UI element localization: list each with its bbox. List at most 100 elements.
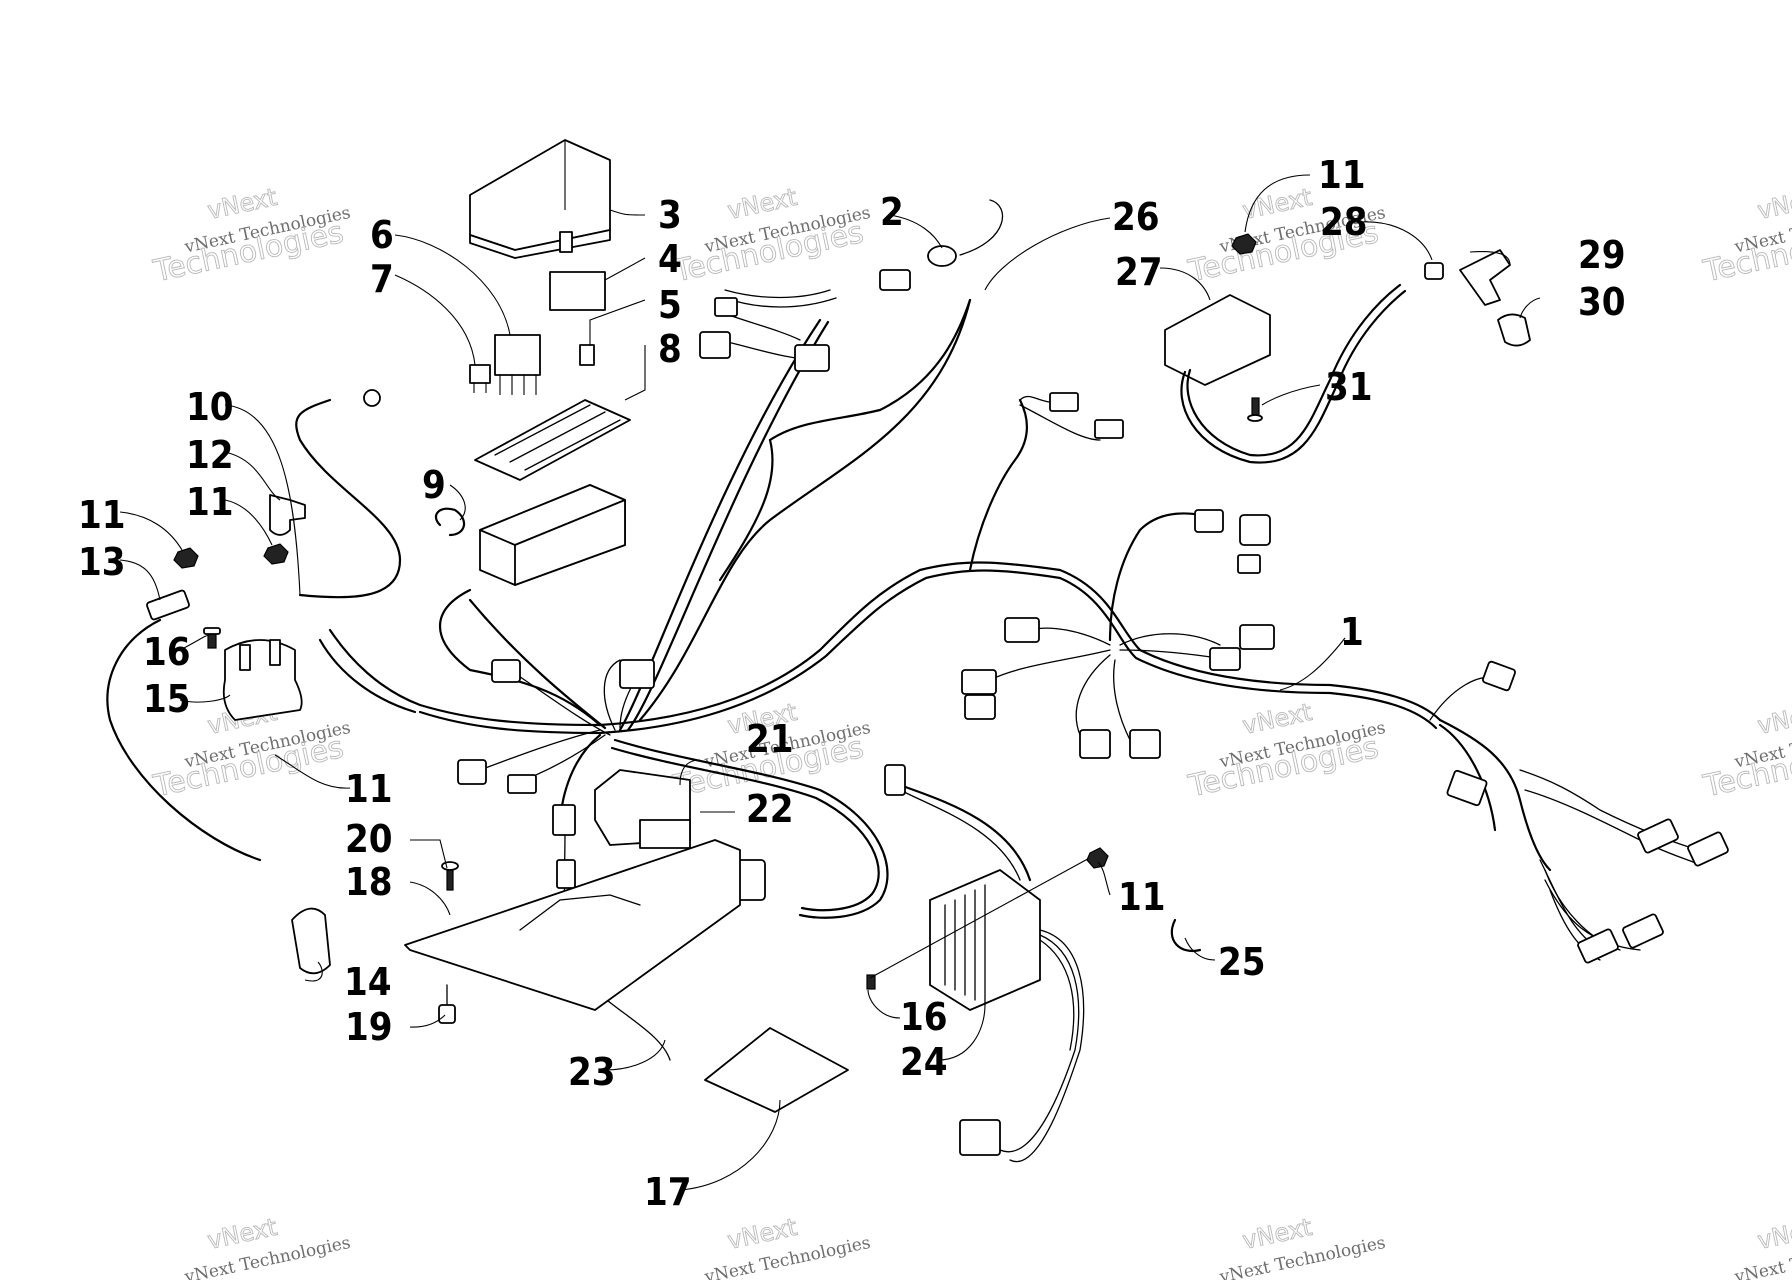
harness-connector (457, 659, 655, 794)
callout-29: 29 (1578, 233, 1626, 277)
svg-text:vNext: vNext (1755, 183, 1792, 225)
main-wiring-harness (318, 269, 1729, 1061)
callout-13: 13 (78, 540, 126, 584)
callout-2: 2 (880, 190, 904, 234)
svg-text:vNext: vNext (1755, 698, 1792, 740)
coil-27 (1164, 283, 1407, 464)
module-21 (594, 769, 691, 849)
callout-26: 26 (1112, 195, 1160, 239)
harness-connector (1482, 660, 1516, 692)
screw-16 (203, 627, 876, 990)
callout-5: 5 (658, 283, 682, 327)
part-2-lead (927, 199, 1004, 267)
leader-lines (119, 174, 1541, 1191)
callout-18: 18 (345, 860, 393, 904)
mounting-plate-18 (404, 839, 741, 1011)
svg-text:Technologies: Technologies (1700, 730, 1792, 805)
watermark: vNext vNext Technologies (702, 1212, 872, 1280)
screw-31 (1247, 397, 1263, 422)
callout-31: 31 (1325, 365, 1373, 409)
callout-7: 7 (370, 257, 394, 301)
svg-text:vNext: vNext (205, 183, 279, 225)
callout-6: 6 (370, 213, 394, 257)
watermark: vNext vNext Technologies (182, 1212, 352, 1280)
callout-10: 10 (186, 385, 234, 429)
watermark: vNext vNext Technologies (1732, 1212, 1792, 1280)
callout-27: 27 (1115, 250, 1163, 294)
watermark: vNext vNext Technologies Technologies (1699, 182, 1792, 290)
clip-25 (1170, 918, 1202, 953)
fuse-7 (469, 364, 491, 393)
callout-12: 12 (186, 433, 234, 477)
screw-20 (441, 861, 459, 891)
relay-6 (494, 334, 541, 395)
callout-22: 22 (746, 787, 794, 831)
callout-19: 19 (345, 1005, 393, 1049)
watermark: vNext vNext Technologies (1217, 1212, 1387, 1280)
fuse-block-9 (479, 484, 626, 586)
svg-text:vNext: vNext (1240, 1213, 1314, 1255)
spark-plug-cap-29 (1459, 249, 1511, 306)
callout-11d: 11 (1118, 875, 1166, 919)
harness-connector (552, 804, 576, 889)
nut-11-regulator (1086, 847, 1109, 869)
regulator-connector (884, 764, 1001, 1156)
cable-13 (106, 589, 262, 862)
callout-30: 30 (1578, 280, 1626, 324)
svg-text:Technologies: Technologies (1700, 215, 1792, 290)
boot-14 (291, 907, 331, 975)
callout-14: 14 (344, 960, 392, 1004)
svg-text:vNext: vNext (1240, 698, 1314, 740)
svg-text:vNext: vNext (205, 1213, 279, 1255)
watermark: vNext vNext Technologies Technologies (669, 182, 872, 289)
relay-4 (549, 271, 606, 311)
callout-11c: 11 (345, 767, 393, 811)
regulator-24 (869, 764, 1096, 1163)
callout-17: 17 (644, 1170, 692, 1214)
callout-11a: 11 (78, 493, 126, 537)
watermark: vNext vNext Technologies Technologies (149, 182, 352, 289)
nut-11-coil (1231, 233, 1257, 255)
callout-1: 1 (1340, 610, 1364, 654)
label-17 (704, 1027, 849, 1113)
callout-20: 20 (345, 817, 393, 861)
harness-connector (1637, 818, 1729, 867)
callout-21: 21 (746, 717, 794, 761)
decal-8 (474, 399, 631, 481)
callout-11e: 11 (1318, 153, 1366, 197)
callout-16a: 16 (143, 630, 191, 674)
svg-text:vNext: vNext (725, 183, 799, 225)
callout-25: 25 (1218, 940, 1266, 984)
watermarks: vNext vNext Technologies Technologies vN… (149, 182, 1792, 1280)
callout-23: 23 (568, 1050, 616, 1094)
svg-text:vNext: vNext (1755, 1213, 1792, 1255)
boot-28 (1424, 262, 1444, 280)
watermark: vNext vNext Technologies Technologies (1184, 697, 1387, 804)
nut-11 (173, 543, 289, 569)
callout-11b: 11 (186, 480, 234, 524)
battery-cable-10 (295, 389, 402, 599)
solenoid-15 (222, 639, 303, 721)
watermark: vNext vNext Technologies Technologies (1699, 697, 1792, 805)
boot-12 (269, 494, 306, 536)
callout-15: 15 (143, 677, 191, 721)
harness-connector (1577, 913, 1664, 964)
harness-connector (1446, 769, 1488, 807)
harness-connector (699, 269, 911, 372)
callout-labels: 1 2 3 4 5 6 7 8 9 10 11 11 11 11 11 12 1… (78, 153, 1626, 1214)
callout-3: 3 (658, 193, 682, 237)
retaining-ring-9 (434, 507, 466, 537)
callout-8: 8 (658, 327, 682, 371)
rivet-19 (438, 984, 456, 1024)
fuse-box-cover (469, 139, 611, 259)
svg-text:vNext: vNext (1240, 183, 1314, 225)
harness-connector (961, 509, 1275, 759)
fuse-5 (579, 344, 595, 366)
callout-28: 28 (1320, 200, 1368, 244)
callout-24: 24 (900, 1040, 948, 1084)
callout-4: 4 (658, 237, 682, 281)
boot-30 (1497, 313, 1531, 347)
harness-connector (1049, 392, 1124, 439)
callout-9: 9 (422, 463, 446, 507)
